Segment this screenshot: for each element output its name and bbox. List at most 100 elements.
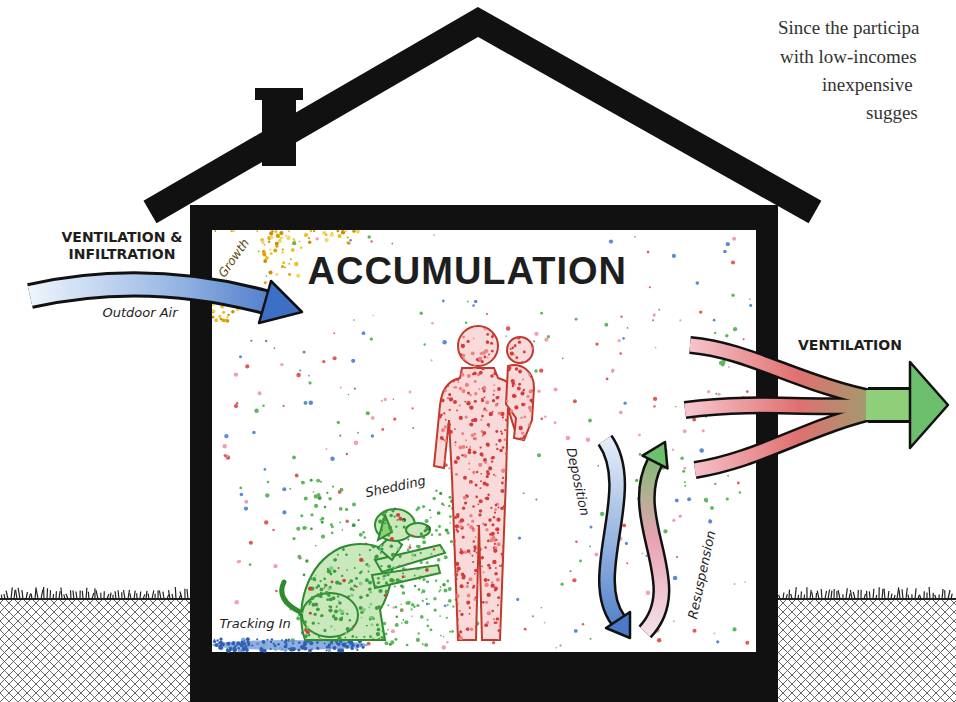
growth-particle [276, 273, 279, 276]
airborne-particle [282, 487, 286, 491]
shed-particle [438, 525, 441, 528]
dog-particle [423, 617, 426, 620]
dog-particle [307, 518, 310, 521]
grass-blade [872, 589, 874, 599]
person-particle [468, 448, 471, 451]
person-particle [433, 424, 435, 426]
shed-particle [292, 537, 295, 540]
shed-particle [409, 544, 411, 546]
airborne-particle [726, 497, 729, 500]
dog-particle [346, 627, 350, 631]
person-particle [436, 580, 438, 582]
person-particle [514, 575, 518, 579]
person-particle [527, 571, 529, 573]
shed-particle [414, 585, 416, 587]
person-particle [515, 356, 518, 359]
dog-particle [321, 527, 325, 531]
person-particle [481, 640, 484, 643]
person-particle [446, 515, 449, 518]
growth-particle [271, 230, 273, 232]
dog-particle [425, 520, 428, 523]
shed-particle [330, 523, 333, 526]
growth-particle [304, 233, 308, 237]
airborne-particle [346, 453, 348, 455]
grass-blade [157, 590, 158, 599]
airborne-particle [474, 300, 478, 304]
airborne-particle [237, 560, 240, 563]
person-particle [528, 446, 531, 449]
airborne-particle [292, 241, 296, 245]
shed-particle [359, 533, 363, 537]
dog-particle [389, 609, 392, 612]
dog-particle [430, 628, 434, 632]
person-particle [518, 383, 521, 386]
person-particle [469, 468, 471, 470]
person-particle [507, 449, 511, 453]
dog-particle [312, 577, 316, 581]
airborne-particle [224, 454, 227, 457]
dog-particle [397, 625, 401, 629]
dog-particle [387, 598, 391, 602]
airborne-particle [362, 331, 366, 335]
dog-particle [327, 587, 330, 590]
dog-particle [305, 533, 309, 537]
person-particle [509, 440, 511, 442]
person-particle [453, 584, 457, 588]
person-particle [493, 474, 495, 476]
person-particle [466, 446, 468, 448]
person-particle [511, 429, 514, 432]
person-particle [514, 481, 517, 484]
dog-particle [437, 602, 439, 604]
person-particle [437, 593, 440, 596]
dog-particle [360, 508, 363, 511]
dog-particle [432, 605, 436, 609]
person-particle [510, 348, 512, 350]
grass-blade [55, 591, 57, 599]
dog-figure [372, 565, 440, 588]
tracked-particle [298, 642, 300, 644]
grass-blade [92, 593, 94, 599]
person-particle [490, 374, 494, 378]
dog-particle [366, 625, 368, 627]
dog-particle [324, 584, 327, 587]
growth-particle [268, 270, 272, 274]
airborne-particle [339, 435, 341, 437]
grass-blade [846, 588, 847, 599]
growth-particle [289, 263, 291, 265]
shed-particle [444, 555, 448, 559]
person-particle [530, 492, 534, 496]
growth-particle [231, 230, 233, 232]
grass-blade [163, 592, 164, 599]
airborne-particle [634, 236, 636, 238]
airborne-particle [611, 369, 615, 373]
person-particle [514, 384, 516, 386]
dog-particle [320, 592, 323, 595]
grass-blade [806, 587, 807, 599]
shed-particle [345, 508, 348, 511]
shed-particle [289, 488, 291, 490]
shed-particle [422, 505, 425, 508]
person-particle [518, 541, 520, 543]
airborne-particle [716, 640, 719, 643]
person-particle [497, 639, 499, 641]
grass-blade [152, 590, 154, 599]
dog-particle [438, 588, 441, 591]
grass-blade [887, 591, 889, 599]
dog-particle [328, 510, 331, 513]
grass-blade [154, 594, 155, 599]
dog-particle [309, 612, 312, 615]
dog-particle [421, 632, 425, 636]
person-particle [475, 496, 478, 499]
airborne-particle [381, 400, 383, 402]
dog-particle [297, 528, 300, 531]
dog-particle [431, 635, 434, 638]
person-particle [460, 640, 462, 642]
airborne-particle [417, 545, 421, 549]
person-particle [506, 517, 509, 520]
airborne-particle [649, 286, 651, 288]
shed-particle [303, 574, 306, 577]
dog-particle [424, 588, 426, 590]
shed-particle [404, 620, 408, 624]
dog-particle [442, 572, 444, 574]
dog-particle [330, 517, 333, 520]
